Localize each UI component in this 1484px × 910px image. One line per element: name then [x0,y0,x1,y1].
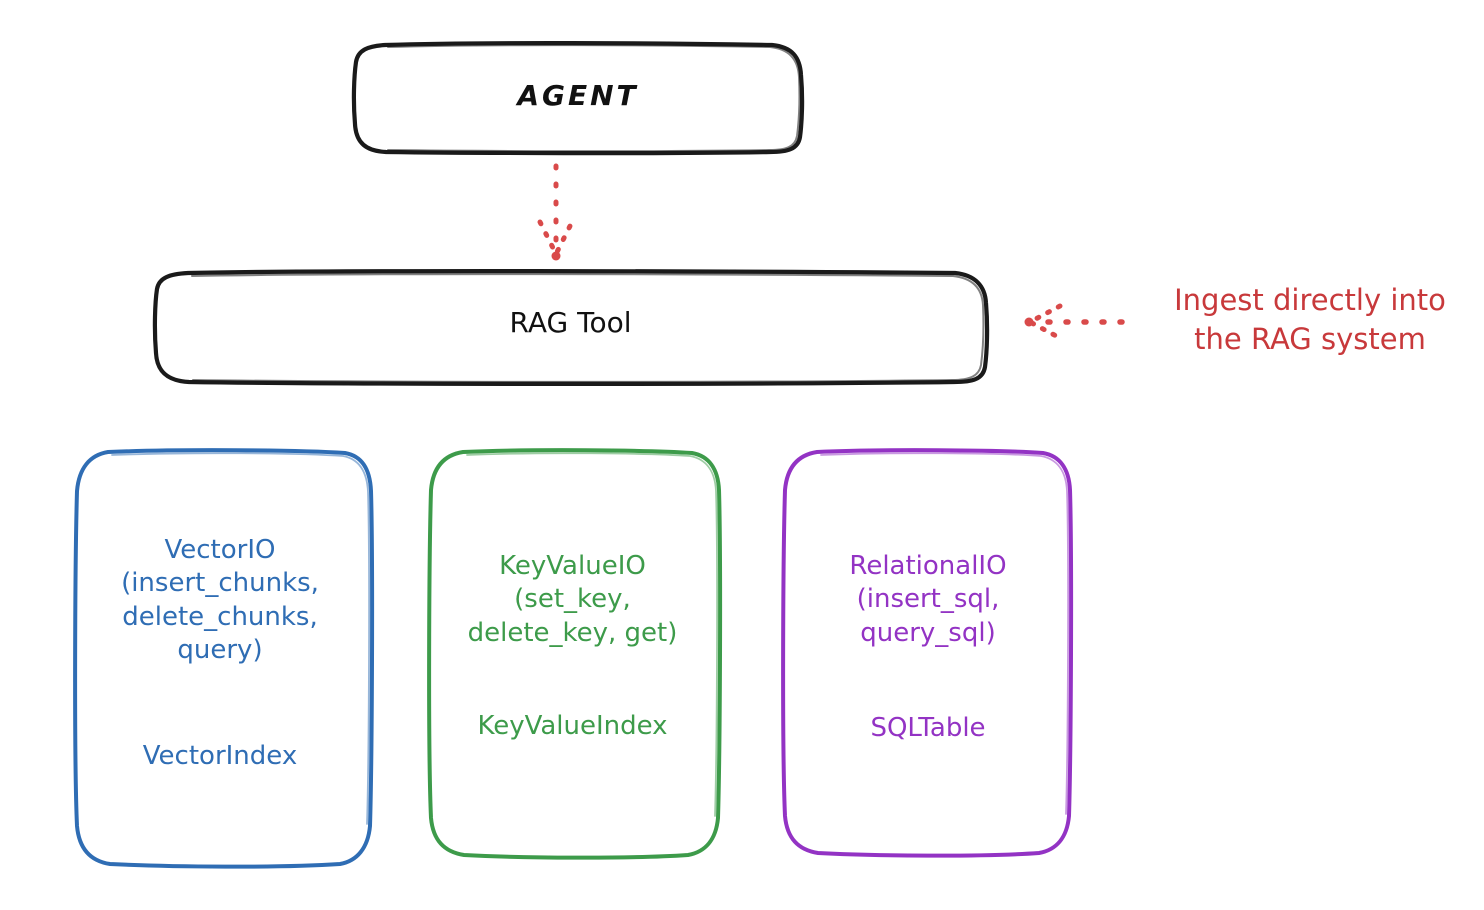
keyvalue-io-box-sketch-overlay [466,452,718,817]
rag-tool-node[interactable] [152,269,990,386]
agent-node[interactable] [351,41,805,156]
edge-agent-to-rag-tool [537,163,575,261]
relational-io-box-outline [781,448,1074,858]
edge-agent-to-rag-arrowhead [537,219,575,257]
rag-tool-box-sketch-overlay [191,273,985,383]
agent-box-outline [351,41,805,156]
keyvalue-io-node[interactable] [427,448,723,860]
edge-ingest-to-rag-arrowhead [1027,303,1063,341]
relational-io-box-sketch-overlay [820,452,1069,815]
edge-agent-to-rag-arrow-tip [551,251,561,261]
vector-io-node[interactable] [73,448,375,869]
agent-box-sketch-overlay [387,44,801,153]
keyvalue-io-box-outline [427,448,723,860]
rag-tool-box-outline [152,269,990,386]
edge-ingest-to-rag-arrow-tip [1024,317,1034,327]
edge-ingest-to-rag-tool [1024,303,1125,341]
vector-io-box-sketch-overlay [111,452,370,825]
vector-io-box-outline [73,448,375,869]
relational-io-node[interactable] [781,448,1074,858]
